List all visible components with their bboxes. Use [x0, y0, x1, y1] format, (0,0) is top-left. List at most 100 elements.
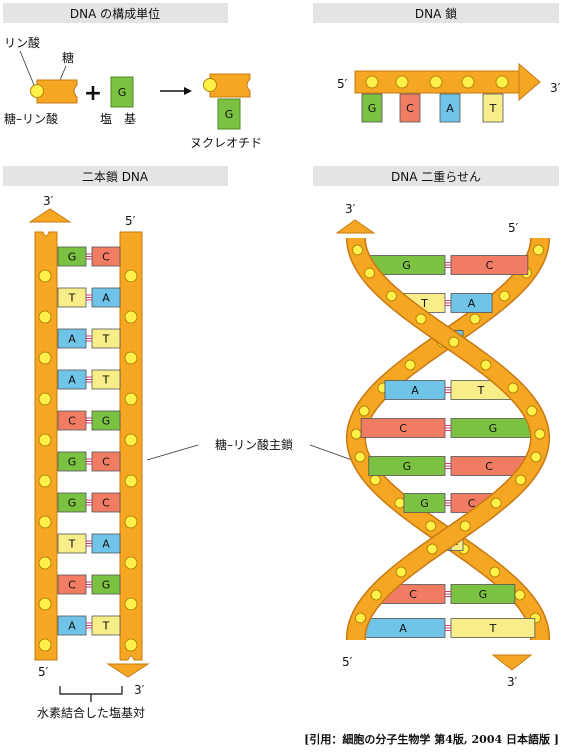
- helix-bottom-right-end: 3′: [507, 675, 518, 689]
- basepair-bracket: [59, 686, 123, 702]
- phosphate-circle-icon: [515, 474, 527, 486]
- phosphate-circle-icon: [124, 392, 138, 406]
- ladder-pair-right: [91, 492, 121, 513]
- phosphate-circle-icon: [514, 589, 526, 601]
- helix-pair-right-letter: C: [485, 460, 493, 473]
- strand-base: [439, 93, 461, 123]
- helix-pair-right-letter: C: [468, 497, 476, 510]
- phosphate-pointer-line: [19, 50, 35, 86]
- sugar-phosphate-label: 糖–リン酸: [4, 111, 58, 126]
- phosphate-circle-icon: [364, 267, 376, 279]
- phosphate-circle-icon: [38, 310, 52, 324]
- phosphate-label: リン酸: [4, 35, 40, 50]
- ladder-pair-right-letter: G: [102, 579, 111, 592]
- phosphate-circle-icon: [38, 433, 52, 447]
- phosphate-circle-icon: [124, 433, 138, 447]
- nucleotide-base-block: [217, 98, 241, 130]
- phosphate-circle-icon: [459, 520, 471, 532]
- nucleotide-label: ヌクレオチド: [190, 136, 262, 150]
- phosphate-circle-icon: [395, 566, 407, 578]
- helix-top-left-end: 3′: [345, 202, 356, 216]
- helix-pair-right-letter: G: [489, 422, 498, 435]
- header-strand: DNA 鎖: [313, 3, 559, 23]
- phosphate-circle-icon: [534, 428, 546, 440]
- phosphate-circle-icon: [429, 75, 443, 89]
- phosphate-circle-icon: [469, 313, 481, 325]
- ladder-pair-left-letter: A: [68, 374, 76, 387]
- helix-pair-right-letter: T: [489, 622, 497, 635]
- helix-pair-left-letter: C: [409, 588, 417, 601]
- phosphate-circle-icon: [461, 75, 475, 89]
- helix-pair-left-letter: G: [402, 259, 411, 272]
- ladder-pair-right: [91, 451, 121, 472]
- phosphate-circle-icon: [30, 84, 44, 98]
- phosphate-circle-icon: [386, 290, 398, 302]
- helix-bottom-left-end: 5′: [342, 655, 353, 669]
- ladder-pair-left-letter: G: [68, 251, 77, 264]
- ladder-phosphates: [38, 269, 138, 652]
- phosphate-circle-icon: [415, 313, 427, 325]
- phosphate-circle-icon: [38, 392, 52, 406]
- ladder-bottom-left-end: 5′: [38, 665, 49, 679]
- ladder-pair-right-letter: A: [102, 292, 110, 305]
- header-ladder-bg: [3, 166, 228, 186]
- phosphate-circle-icon: [495, 75, 509, 89]
- strand-phosphates: [365, 75, 509, 89]
- strand-base-letter: A: [446, 102, 454, 115]
- ladder-pair-left-letter: G: [68, 497, 77, 510]
- helix-pair-right: [450, 293, 493, 313]
- strand-base: [361, 93, 383, 123]
- base-block: [110, 76, 134, 108]
- phosphate-circle-icon: [38, 515, 52, 529]
- base-letter: G: [118, 86, 127, 99]
- phosphate-circle-icon: [426, 543, 438, 555]
- phosphate-circle-icon: [124, 638, 138, 652]
- helix-pair-right-letter: A: [468, 297, 476, 310]
- phosphate-circle-icon: [365, 75, 379, 89]
- header-units-bg: [3, 3, 228, 23]
- phosphate-circle-icon: [448, 336, 460, 348]
- header-units-text: DNA の構成単位: [70, 6, 160, 21]
- helix-pair-right: [450, 255, 529, 275]
- phosphate-circle-icon: [38, 269, 52, 283]
- strand-base-letter: T: [489, 102, 497, 115]
- helix-pair-left-letter: A: [411, 384, 419, 397]
- phosphate-circle-icon: [507, 382, 519, 394]
- phosphate-circle-icon: [124, 269, 138, 283]
- ladder-pair-left-letter: A: [68, 333, 76, 346]
- arrow-head: [184, 87, 192, 95]
- ladder-pair-right-letter: C: [102, 251, 110, 264]
- strand-5prime-label: 5′: [337, 77, 348, 91]
- backbone-pointer-right: [309, 444, 353, 461]
- sugar-pointer-line: [59, 65, 67, 81]
- arrow-up-triangle-icon: [28, 208, 72, 223]
- ladder-pair-right: [91, 615, 121, 636]
- ladder-pair-right: [91, 328, 121, 349]
- phosphate-circle-icon: [124, 556, 138, 570]
- phosphate-circle-icon: [358, 405, 370, 417]
- phosphate-circle-icon: [38, 556, 52, 570]
- phosphate-circle-icon: [124, 351, 138, 365]
- ladder-top-left-end: 3′: [43, 194, 54, 208]
- phosphate-circle-icon: [352, 244, 364, 256]
- helix-pair-right-letter: G: [479, 588, 488, 601]
- ladder-pair-right-letter: A: [102, 538, 110, 551]
- phosphate-circle-icon: [369, 474, 381, 486]
- citation-text: [引用：細胞の分子生物学 第4版, 2004 日本語版 ]: [304, 732, 559, 746]
- ladder-pair-right-letter: T: [102, 374, 110, 387]
- ladder-pair-left-letter: C: [68, 415, 76, 428]
- units-panel: リン酸 糖 糖–リン酸 + G 塩 基 G ヌクレオチド: [4, 35, 262, 150]
- ladder-pair-right-letter: T: [102, 620, 110, 633]
- strand-base-letter: C: [406, 102, 414, 115]
- helix-pair-left-letter: A: [399, 622, 407, 635]
- phosphate-circle-icon: [490, 497, 502, 509]
- phosphate-circle-icon: [489, 566, 501, 578]
- header-strand-bg: [313, 3, 559, 23]
- ladder-pair-right: [91, 410, 121, 431]
- phosphate-circle-icon: [498, 290, 510, 302]
